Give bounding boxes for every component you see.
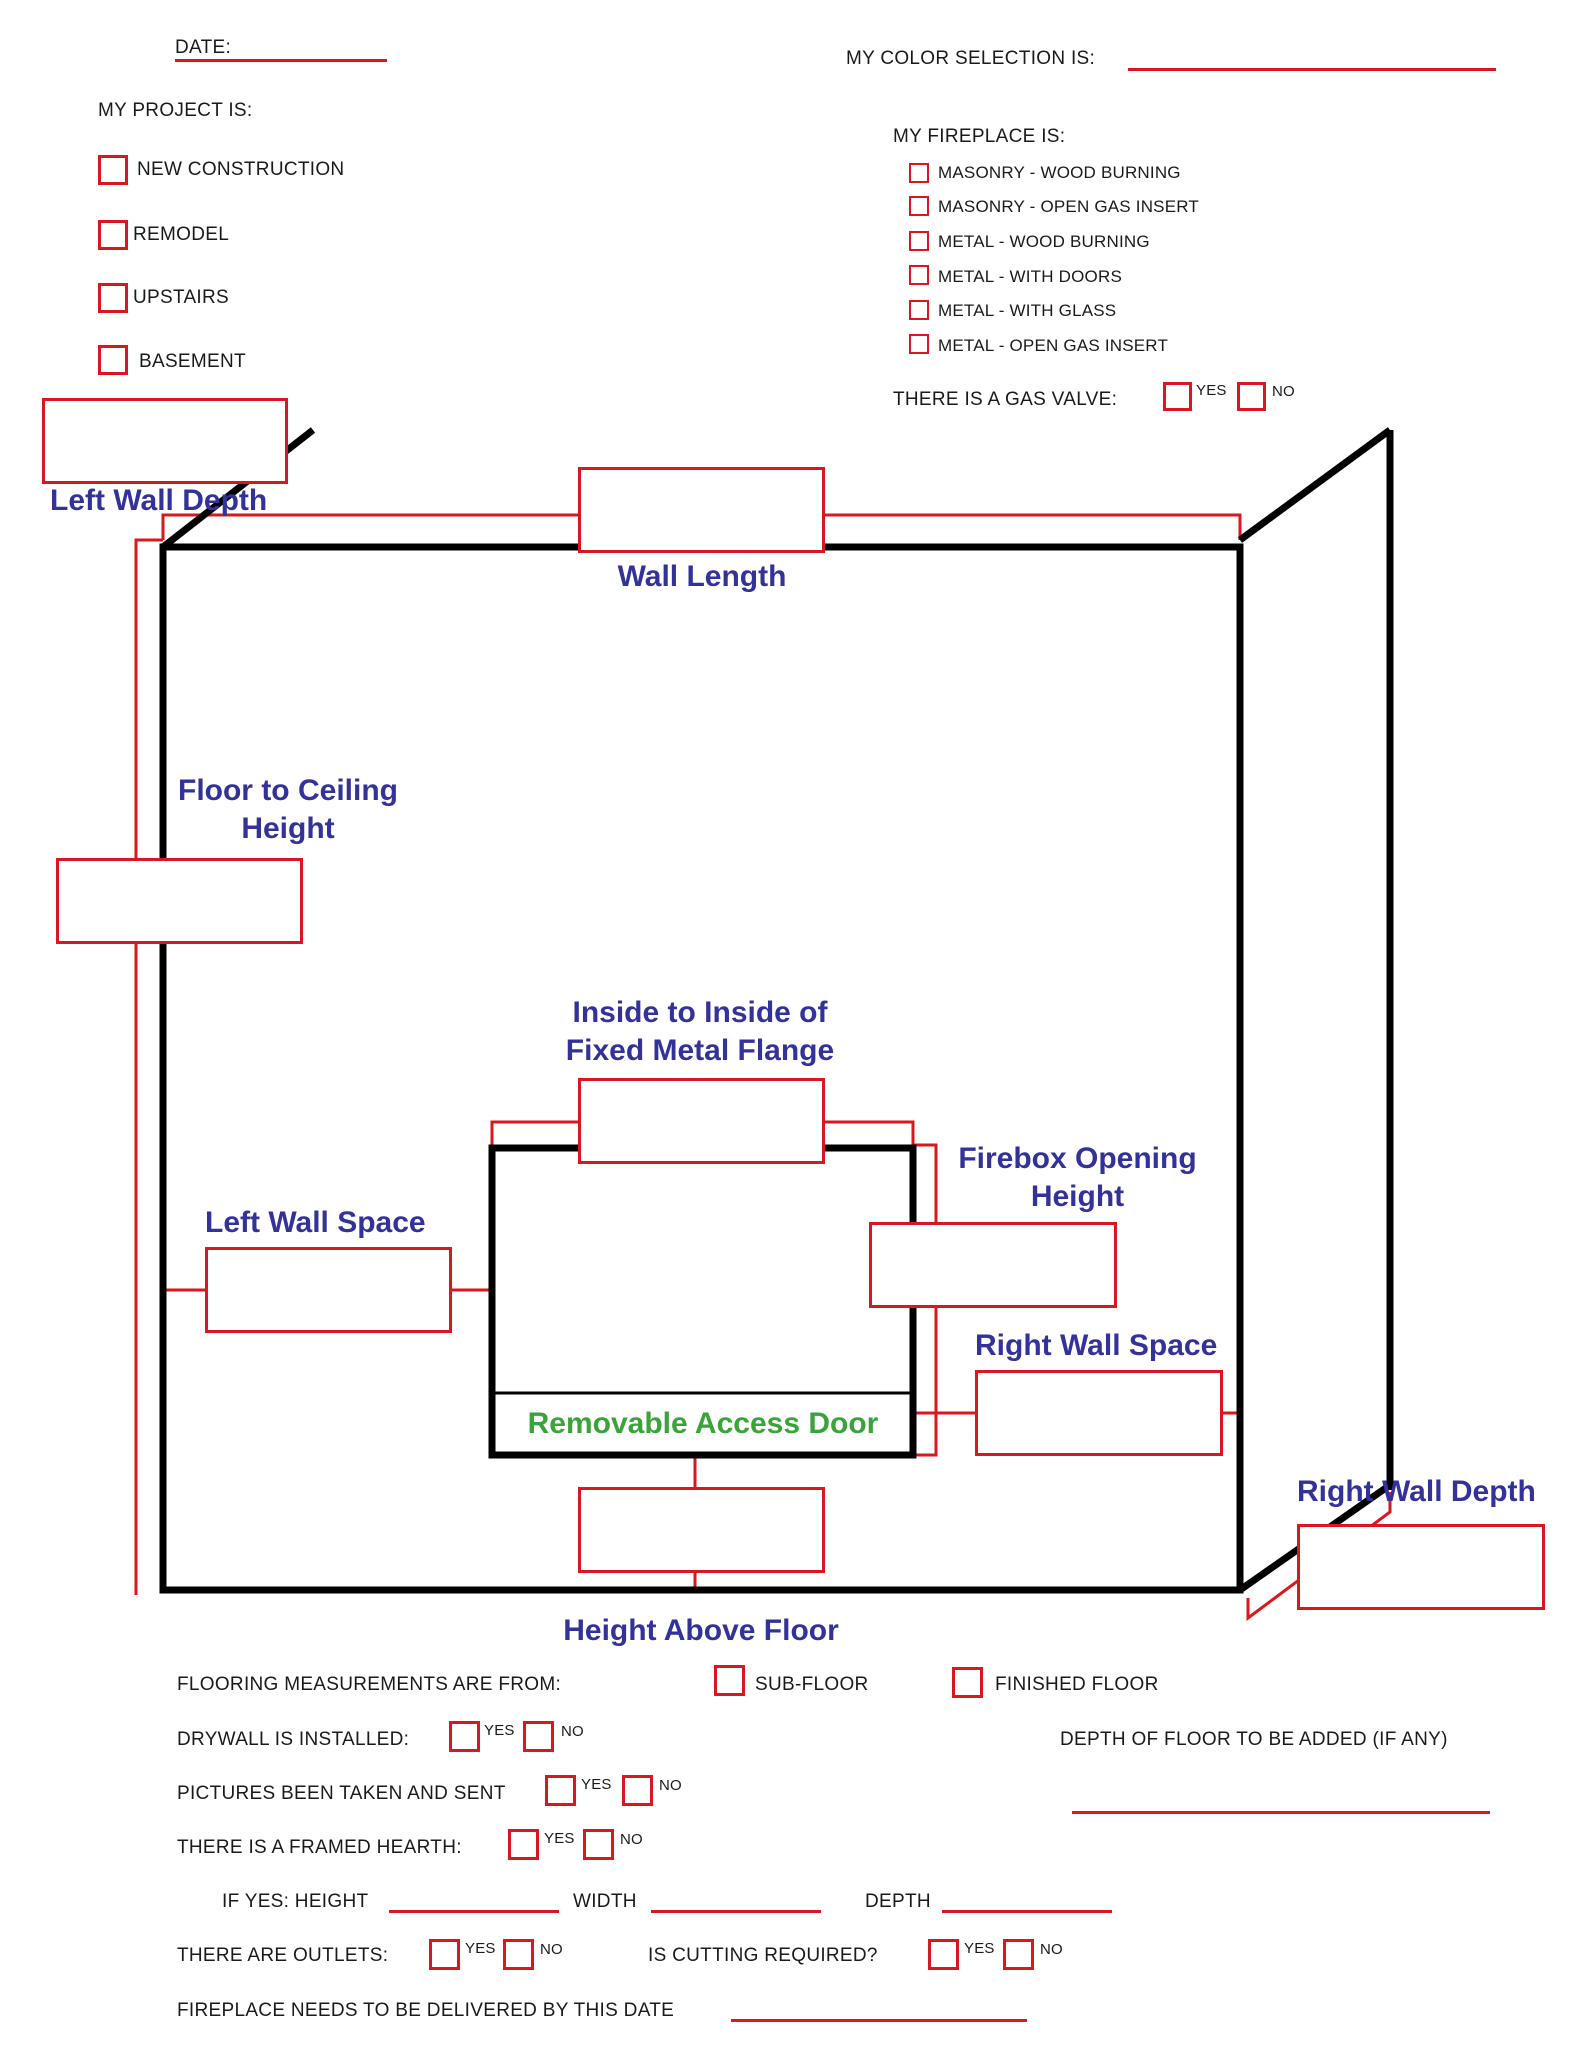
firebox-height-label-line1: Firebox Opening [958,1142,1197,1175]
hearth-depth-field[interactable] [942,1910,1112,1913]
left-wall-depth-label: Left Wall Depth [50,484,268,517]
depth-floor-field[interactable] [1072,1811,1490,1814]
basement-checkbox[interactable] [98,345,128,375]
outlets-label: THERE ARE OUTLETS: [177,1945,389,1966]
height-above-floor-field[interactable] [578,1487,825,1573]
hearth-height-field[interactable] [389,1910,559,1913]
hearth-height-label: IF YES: HEIGHT [222,1891,369,1912]
outlets-no-checkbox[interactable] [503,1939,534,1970]
height-above-floor-label: Height Above Floor [563,1614,839,1647]
hearth-width-field[interactable] [651,1910,821,1913]
right-wall-depth-label: Right Wall Depth [1297,1475,1536,1508]
inside-flange-label-line1: Inside to Inside of [572,996,828,1029]
inside-flange-label: Inside to Inside of Fixed Metal Flange [540,994,860,1069]
cutting-no-checkbox[interactable] [1003,1939,1034,1970]
gas-valve-no-checkbox[interactable] [1237,382,1266,411]
remodel-checkbox[interactable] [98,220,128,250]
floor-ceiling-label: Floor to Ceiling Height [172,772,404,847]
metal-wood-label: METAL - WOOD BURNING [938,232,1150,251]
drywall-no-label: NO [561,1723,584,1740]
depth-floor-label: DEPTH OF FLOOR TO BE ADDED (IF ANY) [1060,1729,1448,1750]
metal-doors-label: METAL - WITH DOORS [938,267,1122,286]
left-wall-depth-field[interactable] [42,398,288,484]
date-label: DATE: [175,37,232,58]
date-field[interactable] [175,59,387,62]
metal-doors-checkbox[interactable] [909,265,929,285]
cutting-yes-checkbox[interactable] [928,1939,959,1970]
pictures-no-label: NO [659,1777,682,1794]
new-construction-label: NEW CONSTRUCTION [137,159,345,180]
cutting-yes-label: YES [964,1940,995,1957]
upstairs-label: UPSTAIRS [133,287,230,308]
color-selection-label: MY COLOR SELECTION IS: [846,48,1096,69]
right-wall-space-label: Right Wall Space [975,1329,1218,1362]
gas-valve-no-label: NO [1272,383,1295,400]
fireplace-label: MY FIREPLACE IS: [893,126,1066,147]
delivery-label: FIREPLACE NEEDS TO BE DELIVERED BY THIS … [177,2000,675,2021]
hearth-no-label: NO [620,1831,643,1848]
firebox-height-label: Firebox Opening Height [945,1140,1210,1215]
drywall-yes-checkbox[interactable] [449,1721,480,1752]
hearth-yes-label: YES [544,1830,575,1847]
left-wall-space-field[interactable] [205,1247,452,1333]
floor-ceiling-label-line2: Height [241,811,335,845]
masonry-gas-checkbox[interactable] [909,196,929,216]
metal-wood-checkbox[interactable] [909,231,929,251]
gas-valve-yes-label: YES [1196,382,1227,399]
cutting-label: IS CUTTING REQUIRED? [648,1945,878,1966]
sub-floor-label: SUB-FLOOR [755,1674,869,1695]
flooring-label: FLOORING MEASUREMENTS ARE FROM: [177,1674,562,1695]
wall-length-field[interactable] [578,467,825,553]
masonry-gas-label: MASONRY - OPEN GAS INSERT [938,197,1200,216]
new-construction-checkbox[interactable] [98,155,128,185]
upstairs-checkbox[interactable] [98,283,128,313]
hearth-yes-checkbox[interactable] [508,1829,539,1860]
firebox-height-field[interactable] [869,1222,1117,1308]
hearth-no-checkbox[interactable] [583,1829,614,1860]
hearth-width-label: WIDTH [573,1891,637,1912]
floor-ceiling-field[interactable] [56,858,303,944]
pictures-no-checkbox[interactable] [622,1775,653,1806]
sub-floor-checkbox[interactable] [714,1665,745,1696]
finished-floor-label: FINISHED FLOOR [995,1674,1159,1695]
cutting-no-label: NO [1040,1941,1063,1958]
metal-open-gas-checkbox[interactable] [909,334,929,354]
floor-ceiling-guide [134,538,163,1595]
outlets-yes-label: YES [465,1940,496,1957]
metal-open-gas-label: METAL - OPEN GAS INSERT [938,336,1169,355]
outlets-no-label: NO [540,1941,563,1958]
pictures-yes-checkbox[interactable] [545,1775,576,1806]
color-selection-field[interactable] [1128,68,1496,71]
right-wall-space-field[interactable] [975,1370,1223,1456]
drywall-no-checkbox[interactable] [523,1721,554,1752]
delivery-date-field[interactable] [731,2019,1027,2022]
metal-glass-checkbox[interactable] [909,300,929,320]
inside-flange-label-line2: Fixed Metal Flange [565,1033,835,1067]
hearth-depth-label: DEPTH [865,1891,931,1912]
gas-valve-yes-checkbox[interactable] [1163,382,1192,411]
pictures-label: PICTURES BEEN TAKEN AND SENT [177,1783,506,1804]
masonry-wood-label: MASONRY - WOOD BURNING [938,163,1181,182]
firebox-height-label-line2: Height [1030,1179,1125,1213]
right-wall-depth-field[interactable] [1297,1524,1545,1610]
pictures-yes-label: YES [581,1776,612,1793]
drywall-label: DRYWALL IS INSTALLED: [177,1729,410,1750]
project-label: MY PROJECT IS: [98,100,253,121]
metal-glass-label: METAL - WITH GLASS [938,301,1117,320]
remodel-label: REMODEL [133,224,230,245]
hearth-label: THERE IS A FRAMED HEARTH: [177,1837,462,1858]
basement-label: BASEMENT [139,351,246,372]
drywall-yes-label: YES [484,1722,515,1739]
removable-door-label: Removable Access Door [527,1407,879,1440]
masonry-wood-checkbox[interactable] [909,163,929,183]
inside-flange-field[interactable] [578,1078,825,1164]
finished-floor-checkbox[interactable] [952,1667,983,1698]
left-wall-space-label: Left Wall Space [205,1206,426,1239]
floor-ceiling-label-line1: Floor to Ceiling [178,774,398,807]
gas-valve-label: THERE IS A GAS VALVE: [893,389,1118,410]
outlets-yes-checkbox[interactable] [429,1939,460,1970]
wall-length-label: Wall Length [617,560,787,593]
